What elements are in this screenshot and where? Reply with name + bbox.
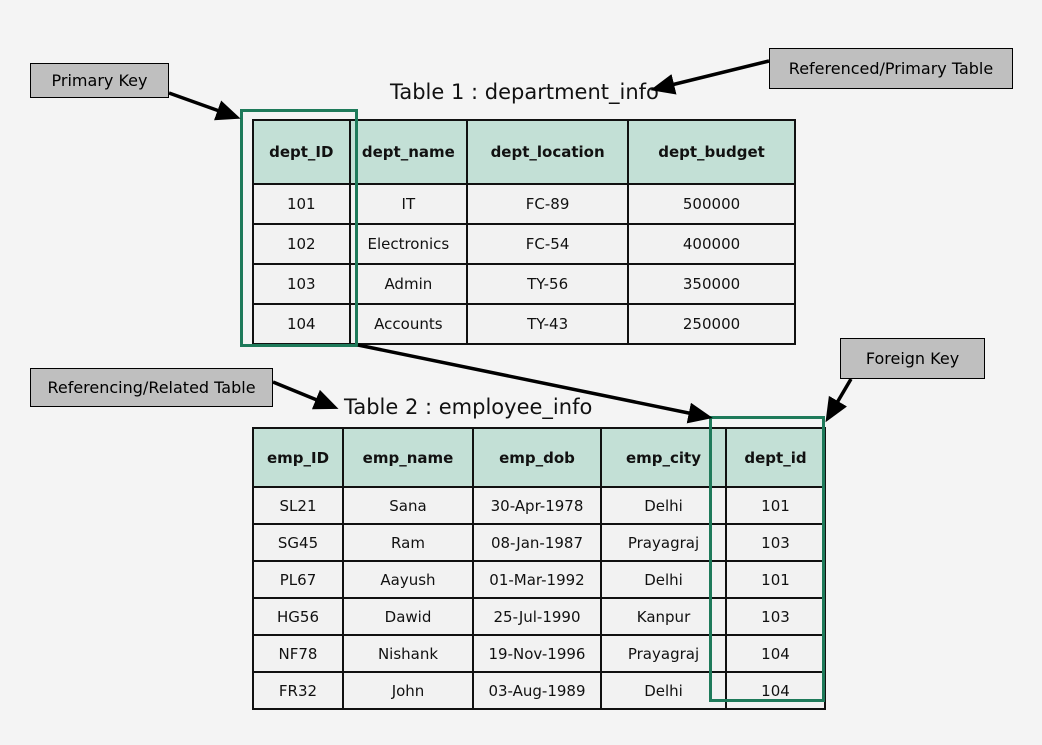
cell-dept-id: 101	[725, 560, 826, 599]
cell-emp-city: Kanpur	[600, 597, 727, 636]
cell-dept-budget: 250000	[627, 303, 796, 345]
table-row: NF78 Nishank 19-Nov-1996 Prayagraj 104	[252, 634, 826, 673]
cell-dept-name: IT	[348, 183, 469, 225]
callout-referenced-primary-table: Referenced/Primary Table	[769, 48, 1013, 89]
cell-dept-id: 103	[252, 263, 351, 305]
cell-dept-id: 101	[252, 183, 351, 225]
cell-emp-dob: 19-Nov-1996	[472, 634, 602, 673]
table-title-department-info: Table 1 : department_info	[390, 80, 659, 104]
cell-emp-city: Prayagraj	[600, 523, 727, 562]
cell-dept-id: 103	[725, 597, 826, 636]
callout-referencing-related-table-label: Referencing/Related Table	[47, 377, 256, 397]
cell-emp-dob: 25-Jul-1990	[472, 597, 602, 636]
table-row: SL21 Sana 30-Apr-1978 Delhi 101	[252, 486, 826, 525]
cell-emp-city: Delhi	[600, 560, 727, 599]
cell-dept-name: Electronics	[348, 223, 469, 265]
column-header-emp-dob: emp_dob	[472, 427, 602, 488]
callout-primary-key: Primary Key	[30, 63, 169, 98]
table-row: SG45 Ram 08-Jan-1987 Prayagraj 103	[252, 523, 826, 562]
cell-emp-id: NF78	[252, 634, 344, 673]
table-row: 104 Accounts TY-43 250000	[252, 303, 796, 345]
arrow-referenced-primary-table	[650, 59, 770, 95]
cell-emp-name: Dawid	[342, 597, 474, 636]
column-header-dept-id: dept_id	[725, 427, 826, 488]
cell-dept-location: FC-54	[466, 223, 630, 265]
cell-emp-id: SG45	[252, 523, 344, 562]
cell-dept-id: 103	[725, 523, 826, 562]
callout-primary-key-label: Primary Key	[51, 70, 148, 90]
cell-emp-city: Delhi	[600, 671, 727, 710]
cell-emp-name: Sana	[342, 486, 474, 525]
table-row: FR32 John 03-Aug-1989 Delhi 104	[252, 671, 826, 710]
column-header-dept-budget: dept_budget	[627, 119, 796, 185]
table-header-row: emp_ID emp_name emp_dob emp_city dept_id	[252, 427, 826, 488]
callout-foreign-key-label: Foreign Key	[865, 348, 960, 368]
callout-referencing-related-table: Referencing/Related Table	[30, 368, 273, 407]
cell-emp-id: FR32	[252, 671, 344, 710]
table-row: 102 Electronics FC-54 400000	[252, 223, 796, 265]
cell-emp-dob: 08-Jan-1987	[472, 523, 602, 562]
cell-dept-location: TY-43	[466, 303, 630, 345]
column-header-emp-city: emp_city	[600, 427, 727, 488]
highlight-foreign-key-column	[709, 416, 825, 702]
cell-emp-dob: 30-Apr-1978	[472, 486, 602, 525]
cell-dept-budget: 350000	[627, 263, 796, 305]
cell-emp-id: PL67	[252, 560, 344, 599]
cell-dept-budget: 400000	[627, 223, 796, 265]
table-row: PL67 Aayush 01-Mar-1992 Delhi 101	[252, 560, 826, 599]
cell-dept-budget: 500000	[627, 183, 796, 225]
cell-dept-id: 104	[725, 634, 826, 673]
callout-referenced-primary-table-label: Referenced/Primary Table	[788, 58, 994, 78]
table-row: HG56 Dawid 25-Jul-1990 Kanpur 103	[252, 597, 826, 636]
arrow-foreign-key	[825, 378, 853, 423]
cell-dept-name: Admin	[348, 263, 469, 305]
cell-dept-id: 104	[252, 303, 351, 345]
table-title-employee-info: Table 2 : employee_info	[344, 395, 593, 419]
table-employee-info: emp_ID emp_name emp_dob emp_city dept_id…	[252, 427, 826, 710]
cell-dept-location: TY-56	[466, 263, 630, 305]
table-row: 101 IT FC-89 500000	[252, 183, 796, 225]
cell-emp-city: Delhi	[600, 486, 727, 525]
cell-dept-id: 102	[252, 223, 351, 265]
cell-dept-id: 101	[725, 486, 826, 525]
column-header-emp-id: emp_ID	[252, 427, 344, 488]
cell-emp-id: HG56	[252, 597, 344, 636]
highlight-primary-key-column	[240, 109, 358, 347]
cell-emp-id: SL21	[252, 486, 344, 525]
cell-emp-name: Nishank	[342, 634, 474, 673]
column-header-emp-name: emp_name	[342, 427, 474, 488]
cell-dept-location: FC-89	[466, 183, 630, 225]
arrow-referencing-related-table	[272, 380, 339, 410]
cell-emp-name: John	[342, 671, 474, 710]
column-header-dept-name: dept_name	[348, 119, 469, 185]
arrow-primary-key	[168, 91, 241, 121]
table-header-row: dept_ID dept_name dept_location dept_bud…	[252, 119, 796, 185]
callout-foreign-key: Foreign Key	[840, 338, 985, 379]
table-department-info: dept_ID dept_name dept_location dept_bud…	[252, 119, 796, 345]
column-header-dept-location: dept_location	[466, 119, 630, 185]
cell-dept-id: 104	[725, 671, 826, 710]
cell-emp-name: Aayush	[342, 560, 474, 599]
cell-emp-dob: 01-Mar-1992	[472, 560, 602, 599]
cell-emp-city: Prayagraj	[600, 634, 727, 673]
cell-emp-name: Ram	[342, 523, 474, 562]
table-row: 103 Admin TY-56 350000	[252, 263, 796, 305]
column-header-dept-id: dept_ID	[252, 119, 351, 185]
cell-dept-name: Accounts	[348, 303, 469, 345]
cell-emp-dob: 03-Aug-1989	[472, 671, 602, 710]
